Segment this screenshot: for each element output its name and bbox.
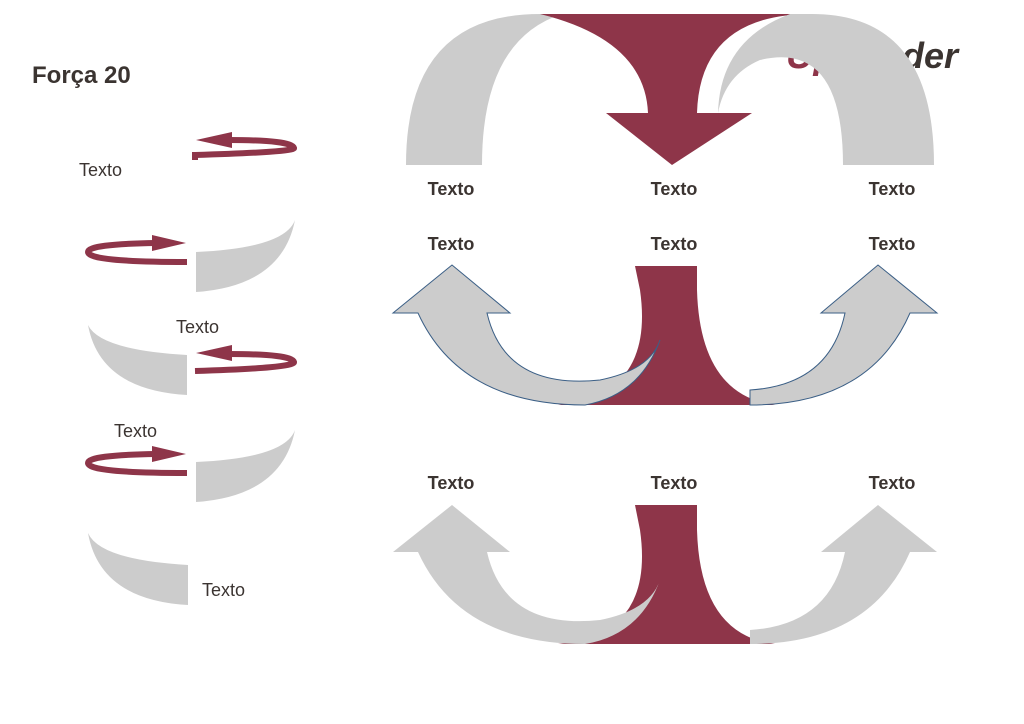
curved-segment-3 (196, 430, 295, 502)
top-label-center: Texto (650, 179, 698, 199)
gray-arrow-up-left (391, 264, 661, 406)
gray-arrow-up-left-bottom (393, 505, 660, 644)
middle-label-left: Texto (427, 234, 475, 254)
gray-arc-left (406, 14, 562, 165)
curved-segment-1 (196, 220, 295, 292)
rotation-arrow-1 (192, 132, 298, 160)
gray-arc-right (718, 14, 934, 165)
bottom-label-left: Texto (427, 473, 475, 493)
left-label-2: Texto (176, 317, 220, 337)
left-label-4: Texto (202, 580, 246, 600)
top-label-left: Texto (427, 179, 475, 199)
middle-label-right: Texto (868, 234, 916, 254)
gray-arrow-up-right (749, 264, 939, 406)
gray-arrow-up-right-bottom (750, 505, 937, 644)
middle-label-center: Texto (650, 234, 698, 254)
curved-segment-2 (88, 325, 187, 395)
bottom-label-center: Texto (650, 473, 698, 493)
red-u-shape-mid (558, 266, 775, 405)
rotation-arrow-3 (194, 345, 298, 374)
page-title: Força 20 (32, 62, 131, 89)
left-label-3: Texto (114, 421, 158, 441)
rotation-arrow-4 (84, 446, 188, 476)
red-u-shape-bottom (558, 505, 775, 644)
top-label-right: Texto (868, 179, 916, 199)
rotation-arrow-2 (84, 235, 188, 265)
curved-segment-4 (88, 533, 188, 605)
bottom-label-right: Texto (868, 473, 916, 493)
red-arrow-down (540, 14, 812, 165)
left-label-1: Texto (79, 160, 123, 180)
